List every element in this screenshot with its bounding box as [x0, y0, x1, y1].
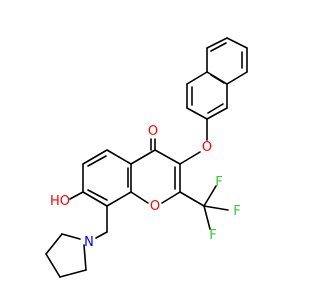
fluorine-right-label: F	[233, 204, 240, 219]
bond	[179, 191, 205, 207]
bond	[83, 244, 87, 271]
bond	[130, 149, 156, 165]
bond	[207, 103, 224, 114]
bond	[106, 149, 132, 165]
bond	[226, 37, 248, 49]
bond	[179, 151, 201, 165]
bond	[186, 71, 208, 85]
bond	[210, 42, 227, 52]
nitrogen-label: N	[84, 235, 94, 250]
bond	[82, 149, 108, 165]
fluorine-top-label: F	[215, 175, 222, 190]
bond	[161, 191, 181, 204]
bond	[45, 253, 61, 278]
bond	[203, 205, 229, 211]
bond	[130, 191, 149, 204]
bond	[61, 233, 81, 240]
hydroxyl-label: HO	[50, 194, 70, 209]
bond	[69, 191, 84, 200]
atom-labels: O O O HO N F F F	[50, 124, 241, 250]
bond	[106, 191, 132, 207]
bond	[186, 107, 208, 120]
bond	[210, 74, 225, 84]
bond	[203, 185, 217, 207]
bond	[206, 37, 228, 49]
bond	[154, 149, 181, 165]
bond	[87, 155, 107, 167]
bonds	[45, 37, 248, 278]
ether-oxygen-label: O	[202, 140, 212, 155]
fluorine-bottom-label: F	[209, 228, 216, 243]
ring-oxygen-label: O	[150, 199, 160, 214]
bond	[226, 71, 248, 85]
bond	[45, 233, 63, 255]
bond	[203, 205, 211, 230]
bond	[59, 269, 87, 278]
carbonyl-oxygen-label: O	[148, 124, 158, 139]
structure-svg: O O O HO N F F F	[45, 37, 248, 278]
molecule-diagram: O O O HO N F F F	[45, 37, 248, 278]
bond	[95, 231, 108, 239]
bond	[87, 189, 108, 201]
bond	[82, 191, 108, 207]
bond	[206, 107, 228, 120]
